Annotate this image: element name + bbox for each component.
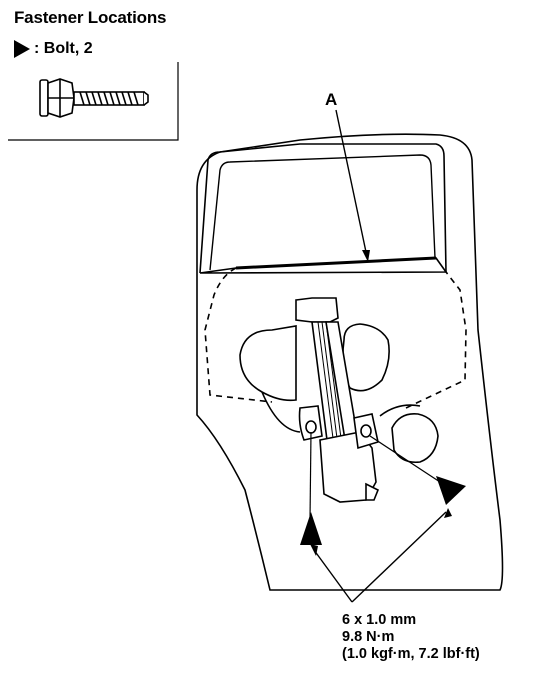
spec-torque-alt: (1.0 kgf·m, 7.2 lbf·ft) — [342, 646, 480, 662]
window-glass — [209, 154, 436, 271]
access-hole-right — [342, 323, 390, 392]
bolt-marker-triangle-right — [436, 476, 466, 505]
page-title: Fastener Locations — [14, 8, 167, 27]
bolt-location-right — [353, 413, 379, 450]
spec-leader-lines — [313, 511, 447, 603]
bolt-inset-frame — [8, 62, 179, 141]
window-regulator — [295, 297, 380, 503]
bolt-location-left — [298, 405, 323, 441]
legend-text: : Bolt, 2 — [34, 40, 93, 57]
window-frame-outer — [199, 143, 447, 274]
callout-label-a: A — [325, 90, 338, 109]
spec-size: 6 x 1.0 mm — [342, 612, 417, 628]
filled-right-triangle-icon — [14, 40, 30, 58]
legend: : Bolt, 2 — [14, 40, 93, 58]
lower-panel-curve — [261, 391, 301, 433]
door-outer-panel — [196, 133, 504, 591]
inner-panel-dashed-outline — [204, 267, 467, 409]
bolt-marker-triangle-left — [300, 512, 322, 545]
access-hole-left — [239, 325, 297, 402]
torque-spec: 6 x 1.0 mm 9.8 N·m (1.0 kgf·m, 7.2 lbf·f… — [342, 612, 480, 663]
arrow-head-a — [362, 250, 370, 262]
bolt-icon — [39, 78, 149, 118]
spec-torque-nm: 9.8 N·m — [342, 629, 395, 645]
